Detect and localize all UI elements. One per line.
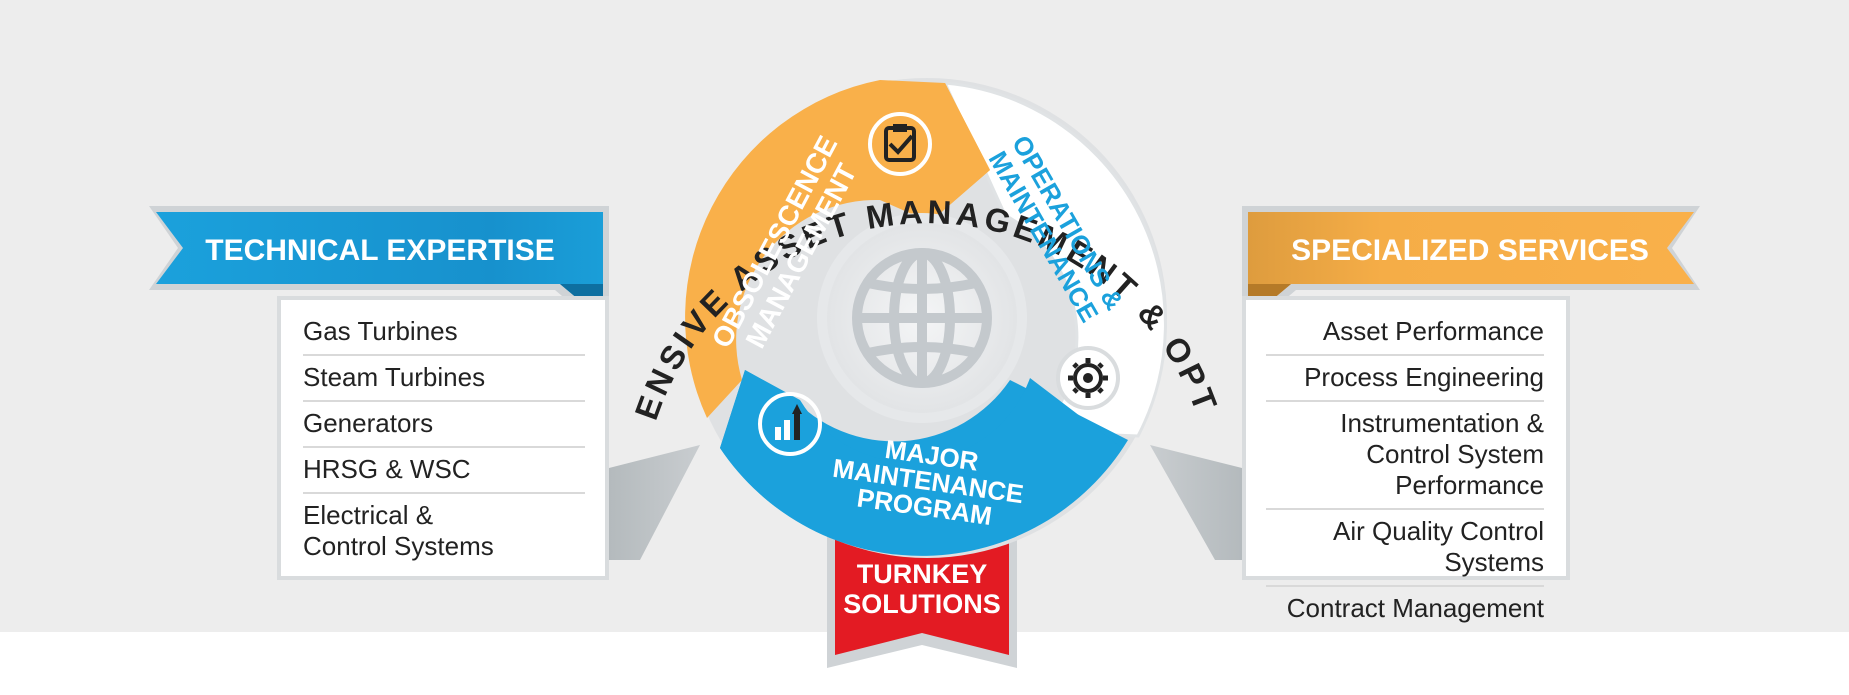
ribbon-line1: TURNKEY: [857, 559, 988, 589]
technical-expertise-list: Gas Turbines Steam Turbines Generators H…: [303, 310, 585, 569]
specialized-services-list: Asset Performance Process Engineering In…: [1266, 310, 1544, 631]
list-item-process-engineering: Process Engineering: [1266, 356, 1544, 402]
specialized-services-title: SPECIALIZED SERVICES: [1291, 234, 1649, 267]
clipboard-check-icon: [868, 112, 932, 176]
list-item-air-quality: Air Quality Control Systems: [1266, 510, 1544, 587]
turnkey-ribbon: [827, 520, 1017, 668]
technical-expertise-title: TECHNICAL EXPERTISE: [205, 234, 555, 267]
technical-expertise-list-box: Gas Turbines Steam Turbines Generators H…: [277, 296, 609, 580]
right-connector: [1150, 445, 1242, 560]
list-item-hrsg-wsc: HRSG & WSC: [303, 448, 585, 494]
major-maintenance-fill: [720, 370, 1122, 556]
major-maintenance-label: MAJOR MAINTENANCE PROGRAM: [831, 434, 1025, 531]
gear-icon: [1056, 346, 1120, 410]
list-item-steam-turbines: Steam Turbines: [303, 356, 585, 402]
bar-chart-up-icon: [758, 392, 822, 456]
list-item-contract-management: Contract Management: [1286, 593, 1544, 623]
globe-icon: [852, 248, 992, 388]
specialized-services-list-box: Asset Performance Process Engineering In…: [1242, 296, 1570, 623]
list-item-electrical-control: Electrical & Control Systems: [303, 500, 494, 561]
list-item-gas-turbines: Gas Turbines: [303, 310, 585, 356]
list-item-instrumentation: Instrumentation & Control System Perform…: [1266, 402, 1544, 510]
left-connector: [609, 445, 700, 560]
ribbon-line2: SOLUTIONS: [843, 589, 1001, 619]
operations-maintenance-segment[interactable]: [942, 81, 1167, 438]
list-item-generators: Generators: [303, 402, 585, 448]
list-item-asset-performance: Asset Performance: [1266, 310, 1544, 356]
